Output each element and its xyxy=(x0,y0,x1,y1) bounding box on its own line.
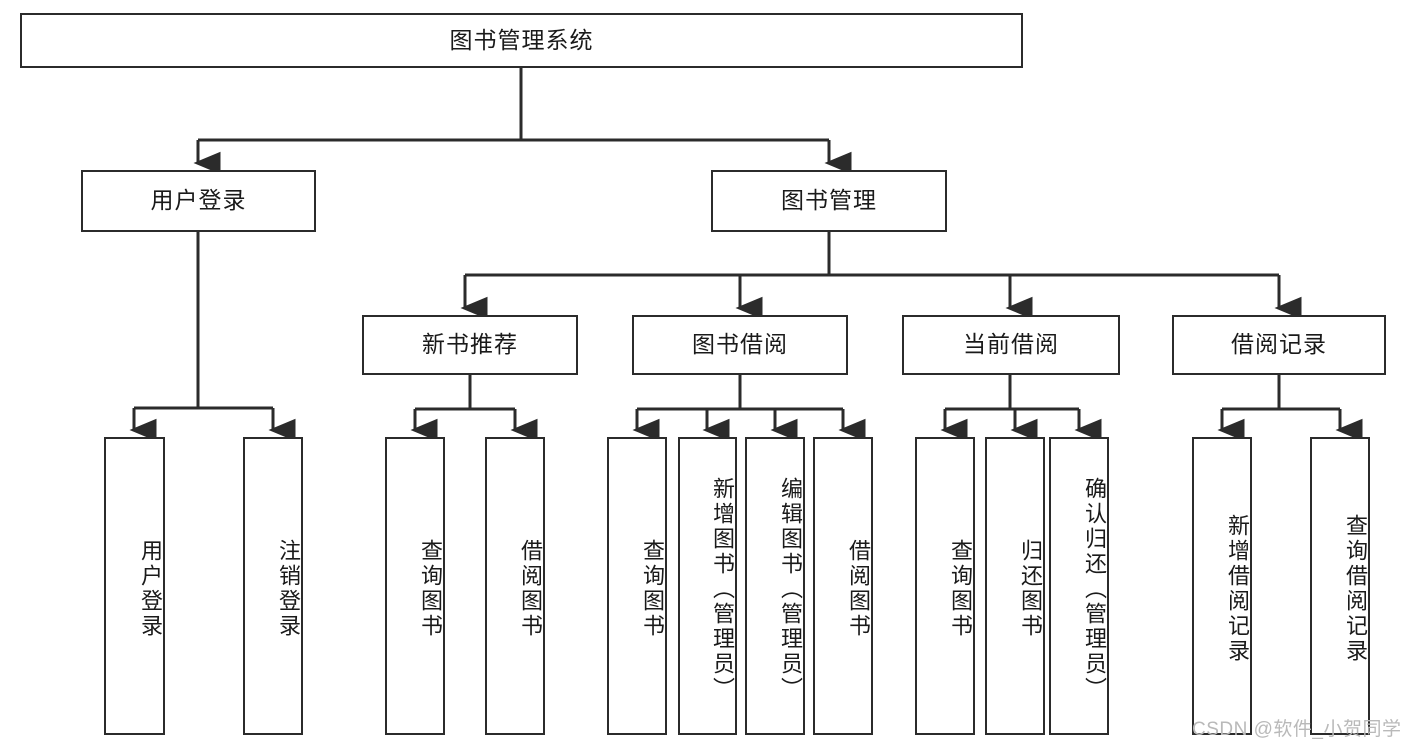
node-leaf-edit-book[interactable]: 编辑图书（管理员） xyxy=(745,437,805,735)
csdn-watermark: CSDN @软件_小贺同学 xyxy=(1192,719,1402,740)
node-leaf-user-login[interactable]: 用户登录 xyxy=(104,437,165,735)
node-borrow-record[interactable]: 借阅记录 xyxy=(1172,315,1386,375)
node-book-borrow[interactable]: 图书借阅 xyxy=(632,315,848,375)
node-leaf-logout[interactable]: 注销登录 xyxy=(243,437,303,735)
node-leaf-add-book[interactable]: 新增图书（管理员） xyxy=(678,437,737,735)
node-leaf-borrow-book[interactable]: 借阅图书 xyxy=(813,437,873,735)
node-leaf-query-book-borrow[interactable]: 查询图书 xyxy=(607,437,667,735)
node-leaf-return-book[interactable]: 归还图书 xyxy=(985,437,1045,735)
node-leaf-add-record[interactable]: 新增借阅记录 xyxy=(1192,437,1252,735)
node-root-system[interactable]: 图书管理系统 xyxy=(20,13,1023,68)
node-user-login[interactable]: 用户登录 xyxy=(81,170,316,232)
node-current-borrow[interactable]: 当前借阅 xyxy=(902,315,1120,375)
node-book-manage[interactable]: 图书管理 xyxy=(711,170,947,232)
node-leaf-confirm-return[interactable]: 确认归还（管理员） xyxy=(1049,437,1109,735)
node-leaf-query-book-rec[interactable]: 查询图书 xyxy=(385,437,445,735)
node-leaf-query-record[interactable]: 查询借阅记录 xyxy=(1310,437,1370,735)
node-new-book-rec[interactable]: 新书推荐 xyxy=(362,315,578,375)
node-leaf-query-book-current[interactable]: 查询图书 xyxy=(915,437,975,735)
node-leaf-borrow-book-rec[interactable]: 借阅图书 xyxy=(485,437,545,735)
